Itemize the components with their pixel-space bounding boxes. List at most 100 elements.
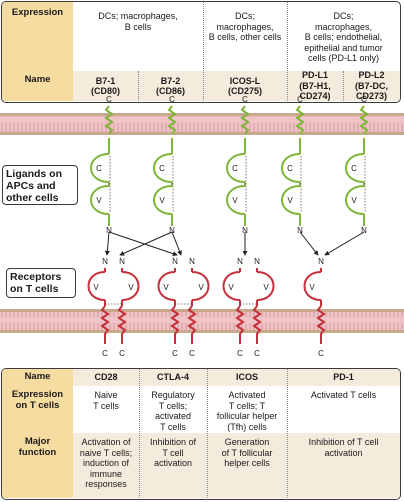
divider bbox=[203, 2, 204, 101]
divider bbox=[287, 2, 288, 101]
cd28-chain-1-transmembrane bbox=[117, 305, 127, 344]
b7-1-transmembrane bbox=[104, 105, 114, 135]
ctla4-chain-0-v-domain bbox=[157, 271, 176, 301]
cd28-chain-1-n-label: N bbox=[119, 257, 125, 266]
pd1-name: PD-1 bbox=[287, 369, 400, 386]
pd1-expression: Activated T cells bbox=[310, 390, 377, 400]
icos-chain-0-c-terminus-label: C bbox=[237, 349, 243, 358]
pd-l2-c-domain bbox=[345, 153, 365, 183]
pdl2-name: PD-L2(B7-DC,CD273) bbox=[343, 70, 400, 101]
ctla4-chain-1-v-label: V bbox=[198, 283, 204, 292]
ctla4-chain-1-transmembrane bbox=[187, 305, 197, 344]
b7-1-v-domain bbox=[90, 185, 110, 215]
b7-2-name: B7-2(CD86) bbox=[138, 71, 203, 101]
b7-1-c-label: C bbox=[96, 164, 102, 173]
pd-l1-c-terminus-label: C bbox=[297, 95, 303, 104]
apc-membrane bbox=[0, 113, 404, 135]
icosl-expression: DCs;macrophages,B cells, other cells bbox=[208, 11, 282, 42]
b7-2-v-domain bbox=[153, 185, 173, 215]
b7-expression: DCs; macrophages,B cells bbox=[98, 11, 178, 32]
icos-chain-0-n-label: N bbox=[237, 257, 243, 266]
pd-l2-v-label: V bbox=[351, 196, 357, 205]
icos-chain-1-n-label: N bbox=[254, 257, 260, 266]
pd-l1-transmembrane bbox=[295, 105, 305, 135]
pd-l1-c-domain bbox=[281, 153, 301, 183]
pd-1-chain-0-n-label: N bbox=[318, 257, 324, 266]
arrow-b72-cd28 bbox=[119, 231, 173, 256]
ctla4-chain-1-n-label: N bbox=[189, 257, 195, 266]
pd-l2-c-terminus-label: C bbox=[361, 95, 367, 104]
icos-chain-1-transmembrane bbox=[252, 305, 262, 344]
icos-chain-1-v-domain bbox=[256, 271, 275, 301]
b7-2-v-label: V bbox=[159, 196, 165, 205]
ctla4-chain-0-n-label: N bbox=[172, 257, 178, 266]
icos-chain-0-v-label: V bbox=[228, 283, 234, 292]
cd28-chain-0-v-label: V bbox=[93, 283, 99, 292]
ctla4-chain-0-transmembrane bbox=[170, 305, 180, 344]
cd28-name: CD28 bbox=[73, 369, 139, 386]
pd-l1-v-label: V bbox=[287, 196, 293, 205]
pd-l2-c-label: C bbox=[351, 164, 357, 173]
b7-2-c-terminus-label: C bbox=[169, 95, 175, 104]
ctla4-chain-0-v-label: V bbox=[163, 283, 169, 292]
icos-chain-1-c-terminus-label: C bbox=[254, 349, 260, 358]
b7-2-c-label: C bbox=[159, 164, 165, 173]
arrow-b71-cd28 bbox=[104, 231, 110, 256]
pd-l1-v-domain bbox=[281, 185, 301, 215]
cd28-chain-1-v-label: V bbox=[128, 283, 134, 292]
cd28-chain-0-c-terminus-label: C bbox=[102, 349, 108, 358]
divider bbox=[139, 369, 140, 498]
b7-1-v-label: V bbox=[96, 196, 102, 205]
pd-l1-c-label: C bbox=[287, 164, 293, 173]
receptor-name-header: Name bbox=[2, 369, 73, 386]
pd-1-chain-0-v-domain bbox=[303, 271, 322, 301]
cd28-chain-1-v-domain bbox=[121, 271, 140, 301]
b7-2-n-label: N bbox=[169, 226, 175, 235]
arrow-b71-ctla4 bbox=[108, 231, 178, 257]
divider bbox=[207, 369, 208, 498]
icos-chain-1-v-label: V bbox=[263, 283, 269, 292]
pdl1-name: PD-L1(B7-H1,CD274) bbox=[287, 70, 343, 101]
binding-arrows bbox=[104, 231, 365, 257]
cd28-chain-0-v-domain bbox=[87, 271, 106, 301]
ctla4-chain-1-v-domain bbox=[191, 271, 210, 301]
cd28-chain-0-transmembrane bbox=[100, 305, 110, 344]
t-cell-membrane bbox=[0, 309, 404, 333]
b7-2-c-domain bbox=[153, 153, 173, 183]
b7-1-name: B7-1(CD80) bbox=[73, 71, 138, 101]
expression-header: Expression bbox=[2, 2, 73, 71]
icos-chain-0-transmembrane bbox=[235, 305, 245, 344]
pd-l2-n-label: N bbox=[361, 226, 367, 235]
pdl-expression: DCs;macrophages,B cells; endothelial,epi… bbox=[304, 11, 383, 63]
arrow-pdl2-pd1 bbox=[324, 231, 365, 256]
b7-2-transmembrane bbox=[167, 105, 177, 135]
ctla4-chain-1-c-terminus-label: C bbox=[189, 349, 195, 358]
cd28-chain-0-n-label: N bbox=[102, 257, 108, 266]
icos-chain-0-v-domain bbox=[222, 271, 241, 301]
arrow-b72-ctla4 bbox=[171, 231, 182, 256]
pd-1-chain-0-transmembrane bbox=[316, 305, 326, 344]
pd-l2-transmembrane bbox=[359, 105, 369, 135]
b7-1-c-domain bbox=[90, 153, 110, 183]
icos-l-c-domain bbox=[226, 153, 246, 183]
pd-l1-n-label: N bbox=[297, 226, 303, 235]
pd-1-chain-0-c-terminus-label: C bbox=[318, 349, 324, 358]
b7-1-c-terminus-label: C bbox=[106, 95, 112, 104]
icos-l-c-terminus-label: C bbox=[242, 95, 248, 104]
b7-1-n-label: N bbox=[106, 226, 112, 235]
icos-l-transmembrane bbox=[240, 105, 250, 135]
